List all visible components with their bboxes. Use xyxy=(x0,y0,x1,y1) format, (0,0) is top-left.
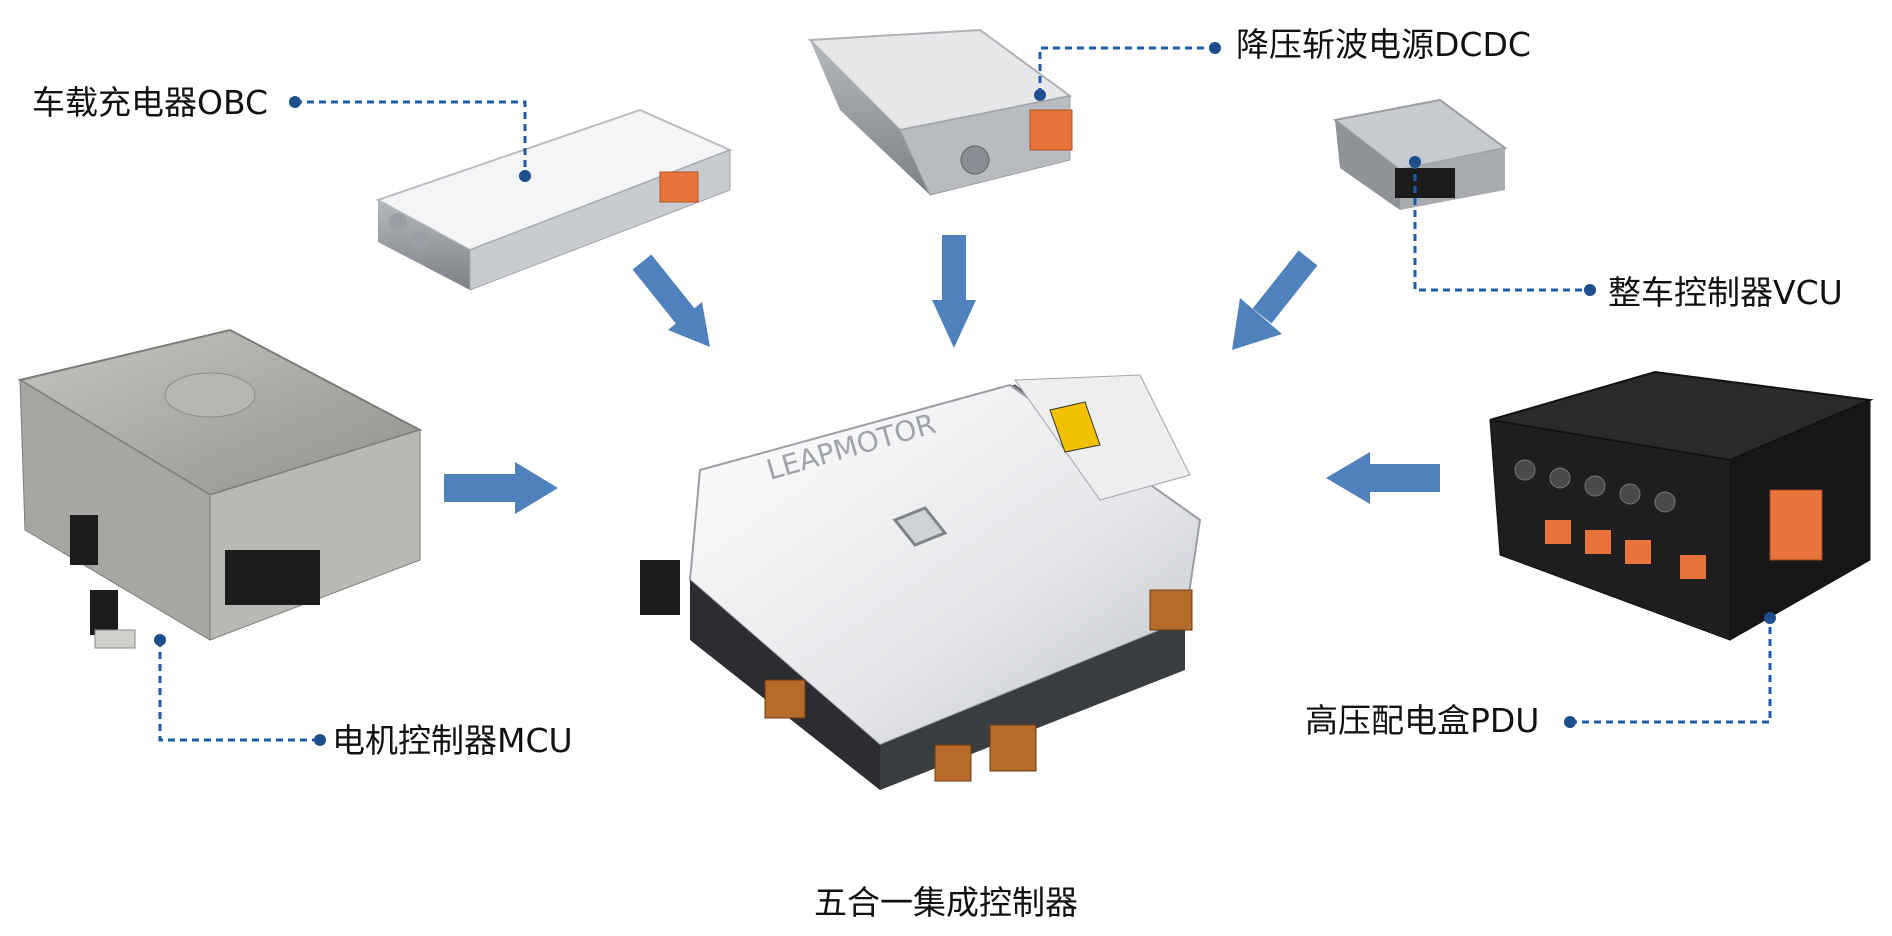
arrow-pdu-to-center xyxy=(1326,452,1440,504)
leader-dot xyxy=(1564,716,1576,728)
dcdc-module-image xyxy=(807,28,1073,196)
integrated-controller-image: LEAPMOTOR xyxy=(640,374,1202,790)
label-mcu: 电机控制器MCU xyxy=(332,721,573,760)
leader-dot xyxy=(1209,42,1221,54)
arrow-vcu-to-center xyxy=(1232,250,1318,350)
pdu-module-image xyxy=(1489,370,1874,641)
leader-dot xyxy=(1584,284,1596,296)
label-dcdc: 降压斩波电源DCDC xyxy=(1236,25,1531,64)
leader-obc xyxy=(295,100,527,176)
leader-dot xyxy=(314,734,326,746)
leader-dot xyxy=(1409,156,1421,168)
vcu-black-connector xyxy=(1395,168,1455,198)
leader-mcu xyxy=(158,640,320,742)
label-integrated-controller: 五合一集成控制器 xyxy=(814,883,1078,922)
vcu-module-image xyxy=(1332,98,1508,210)
obc-orange-connector xyxy=(659,171,699,203)
leader-pdu xyxy=(1570,618,1772,724)
pdu-orange-connector xyxy=(1769,489,1823,561)
label-obc: 车载充电器OBC xyxy=(32,83,269,122)
leader-dot xyxy=(154,634,166,646)
label-pdu: 高压配电盒PDU xyxy=(1305,701,1540,740)
leader-dot xyxy=(289,96,301,108)
leader-dcdc xyxy=(1038,46,1215,95)
dcdc-orange-connector xyxy=(1029,109,1073,151)
leader-dot xyxy=(1764,612,1776,624)
leader-dot xyxy=(519,170,531,182)
arrow-dcdc-to-center xyxy=(932,235,976,348)
label-vcu: 整车控制器VCU xyxy=(1608,273,1843,312)
arrow-obc-to-center xyxy=(632,254,710,347)
arrow-mcu-to-center xyxy=(444,462,558,514)
leader-vcu xyxy=(1413,162,1590,292)
mcu-module-image xyxy=(17,328,423,649)
obc-module-image xyxy=(375,108,733,291)
leader-dot xyxy=(1034,89,1046,101)
mcu-black-connector xyxy=(225,550,320,605)
